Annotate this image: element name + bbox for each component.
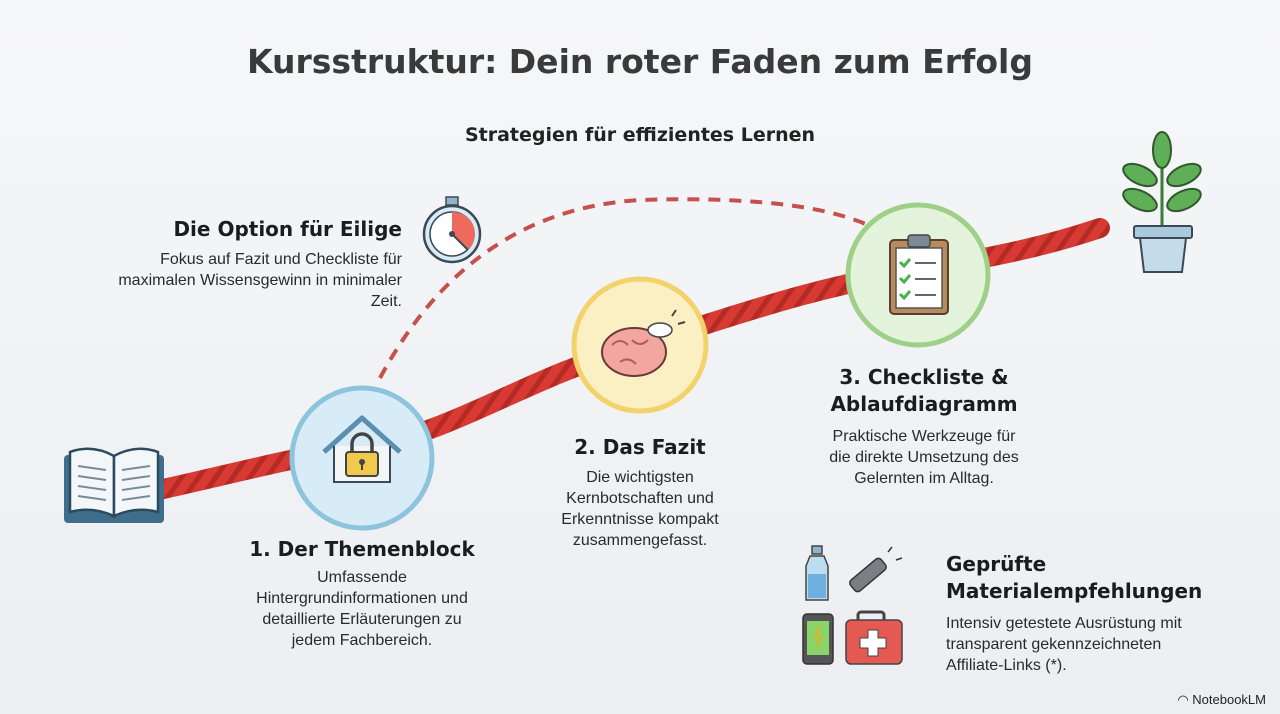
fast-option-heading: Die Option für Eilige bbox=[173, 217, 402, 241]
materials-text: Geprüfte Materialempfehlungen Intensiv g… bbox=[946, 551, 1266, 676]
fast-option-line: Zeit. bbox=[370, 293, 402, 310]
step-2-line: Erkenntnisse kompakt bbox=[561, 511, 719, 528]
clipboard-checklist-icon bbox=[889, 234, 949, 315]
step-2-line: zusammengefasst. bbox=[572, 532, 708, 549]
step-1-line: Hintergrundinformationen und bbox=[256, 590, 468, 607]
step-2-heading: 2. Das Fazit bbox=[574, 435, 706, 459]
step-2-line: Kernbotschaften und bbox=[566, 490, 714, 507]
step-1-line: detaillierte Erläuterungen zu bbox=[262, 611, 462, 628]
stopwatch-icon bbox=[422, 196, 482, 264]
materials-line: Affiliate-Links (*). bbox=[946, 657, 1067, 674]
step-2-text: 2. Das Fazit Die wichtigsten Kernbotscha… bbox=[520, 434, 760, 551]
fast-option-line: Fokus auf Fazit und Checkliste für bbox=[160, 251, 402, 268]
brand-label: NotebookLM bbox=[1192, 692, 1266, 707]
step-2-node bbox=[571, 276, 709, 414]
notebooklm-logo-icon: ◠ bbox=[1177, 692, 1193, 707]
brand-watermark: ◠ NotebookLM bbox=[1177, 692, 1266, 708]
step-3-node bbox=[845, 202, 991, 348]
flashlight-icon bbox=[849, 546, 903, 593]
materials-line: transparent gekennzeichneten bbox=[946, 636, 1162, 653]
phone-icon bbox=[802, 613, 834, 665]
materials-line: Intensiv getestete Ausrüstung mit bbox=[946, 615, 1182, 632]
step-3-heading: Ablaufdiagramm bbox=[830, 392, 1018, 416]
brain-icon bbox=[601, 309, 686, 377]
fast-option-line: maximalen Wissensgewinn in minimaler bbox=[118, 272, 402, 289]
step-3-line: Gelernten im Alltag. bbox=[854, 470, 994, 487]
step-1-text: 1. Der Themenblock Umfassende Hintergrun… bbox=[212, 536, 512, 651]
fast-option-block: Die Option für Eilige Fokus auf Fazit un… bbox=[42, 216, 402, 312]
step-1-line: jedem Fachbereich. bbox=[291, 632, 433, 649]
step-3-line: die direkte Umsetzung des bbox=[829, 449, 1019, 466]
step-1-line: Umfassende bbox=[317, 569, 407, 586]
step-1-node bbox=[289, 385, 435, 531]
potted-plant-icon bbox=[1122, 131, 1202, 273]
step-3-heading: 3. Checkliste & bbox=[839, 365, 1009, 389]
house-lock-icon bbox=[322, 415, 402, 483]
materials-heading: Materialempfehlungen bbox=[946, 579, 1203, 603]
first-aid-kit-icon bbox=[845, 610, 903, 665]
step-3-text: 3. Checkliste & Ablaufdiagramm Praktisch… bbox=[794, 364, 1054, 489]
shortcut-dashed-path bbox=[378, 197, 869, 379]
open-book-icon bbox=[64, 447, 164, 523]
step-2-line: Die wichtigsten bbox=[586, 469, 694, 486]
materials-heading: Geprüfte bbox=[946, 552, 1047, 576]
page-title: Kursstruktur: Dein roter Faden zum Erfol… bbox=[247, 42, 1033, 81]
water-bottle-icon bbox=[805, 545, 829, 601]
step-1-heading: 1. Der Themenblock bbox=[249, 537, 475, 561]
page-subtitle: Strategien für effizientes Lernen bbox=[464, 124, 816, 146]
step-3-line: Praktische Werkzeuge für bbox=[832, 428, 1016, 445]
